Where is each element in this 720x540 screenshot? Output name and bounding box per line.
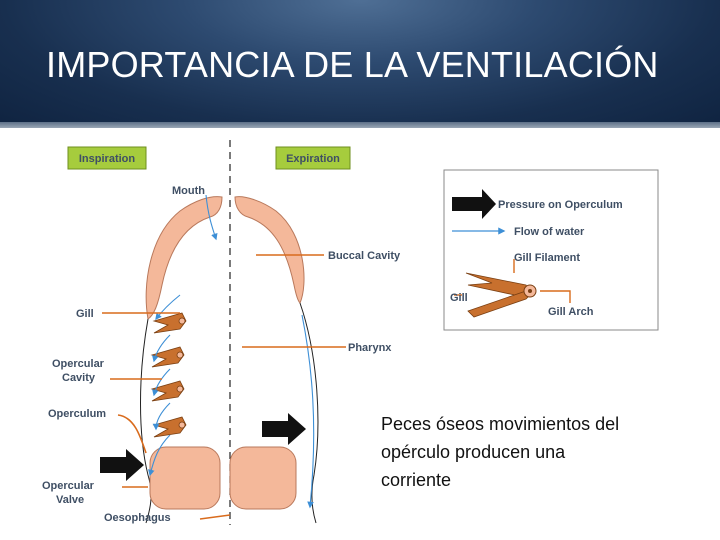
expiration-label: Expiration [276, 147, 350, 169]
label-pharynx: Pharynx [348, 342, 392, 354]
inspiration-label: Inspiration [68, 147, 146, 169]
inspiration-text: Inspiration [79, 153, 136, 165]
inspiration-head [141, 197, 223, 523]
leader-lines [102, 255, 346, 519]
pressure-arrow-inspiration [100, 449, 144, 481]
label-opercular-cavity-1: Opercular [52, 358, 105, 370]
legend-filament-label: Gill Filament [514, 252, 580, 264]
expiration-head [230, 197, 318, 523]
caption-line-1: Peces óseos movimientos del [381, 410, 681, 438]
label-buccal-cavity: Buccal Cavity [328, 250, 401, 262]
pressure-arrow-expiration [262, 413, 306, 445]
legend-box: Pressure on Operculum Flow of water Gill… [444, 170, 658, 330]
legend-gill-label: Gill [450, 292, 468, 304]
label-oesophagus: Oesophagus [104, 512, 171, 524]
slide-caption: Peces óseos movimientos del opérculo pro… [381, 410, 681, 494]
legend-arch-label: Gill Arch [548, 306, 594, 318]
title-banner: IMPORTANCIA DE LA VENTILACIÓN [0, 0, 720, 128]
caption-line-2: opérculo producen una [381, 438, 681, 466]
expiration-text: Expiration [286, 153, 340, 165]
legend-pressure-label: Pressure on Operculum [498, 199, 623, 211]
slide-title: IMPORTANCIA DE LA VENTILACIÓN [46, 44, 659, 86]
label-opercular-valve-2: Valve [56, 494, 84, 506]
legend-flow-label: Flow of water [514, 226, 585, 238]
title-banner-divider [0, 122, 720, 128]
caption-line-3: corriente [381, 466, 681, 494]
label-opercular-cavity-2: Cavity [62, 372, 96, 384]
gill-filaments [152, 313, 186, 437]
label-gill: Gill [76, 308, 94, 320]
label-mouth: Mouth [172, 185, 205, 197]
label-operculum: Operculum [48, 408, 106, 420]
label-opercular-valve-1: Opercular [42, 480, 95, 492]
